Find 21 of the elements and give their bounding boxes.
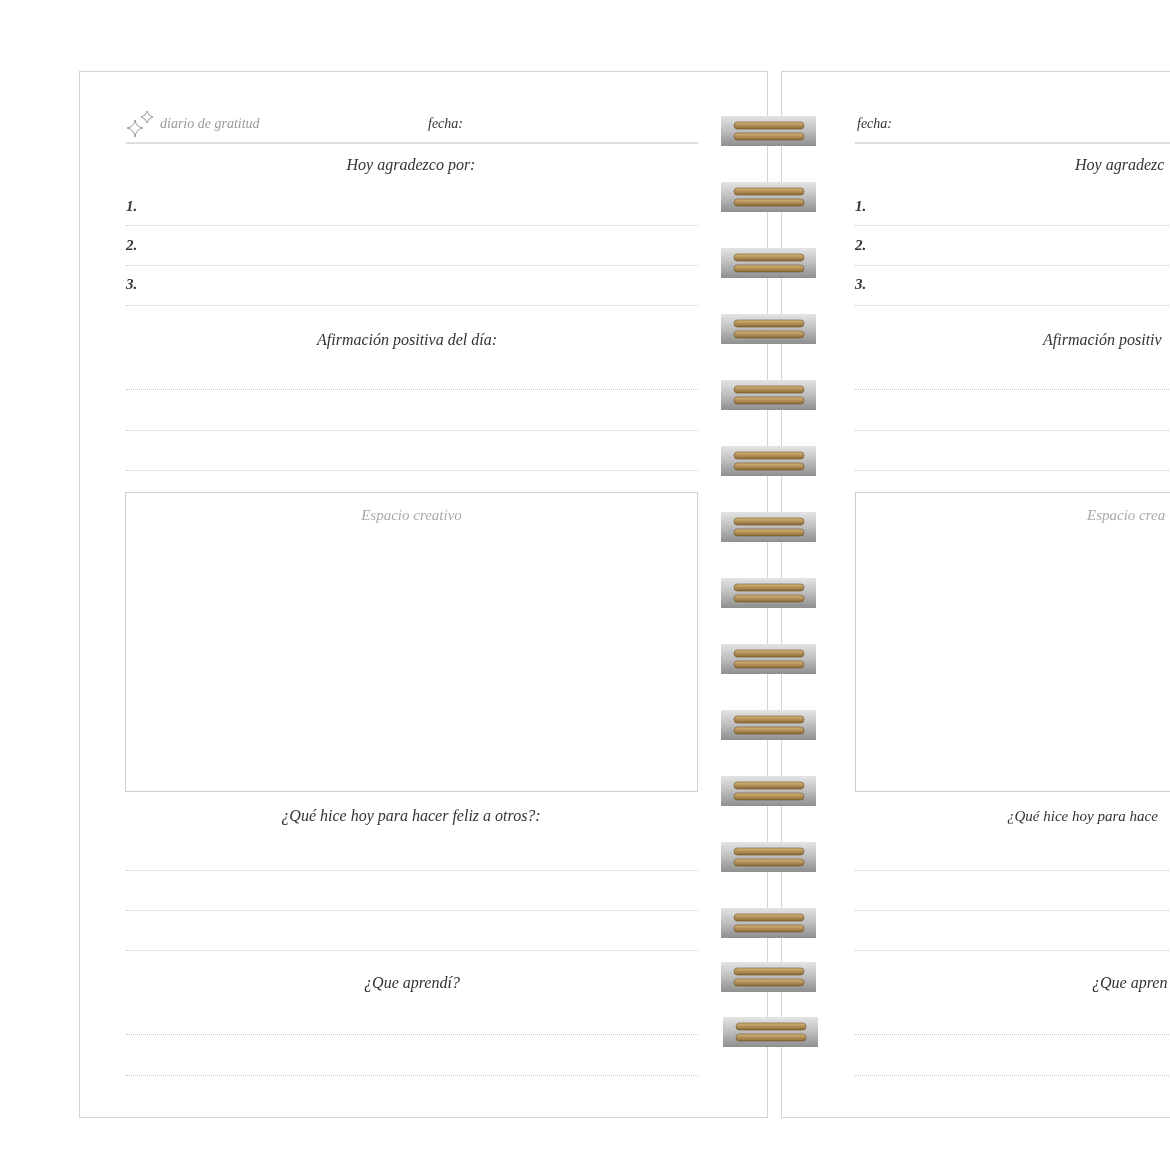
date-label: fecha: [857, 115, 892, 133]
section-heading: Afirmación positiv [1043, 331, 1162, 349]
item-number: 3. [126, 275, 138, 293]
drawing-area [855, 492, 1170, 792]
item-number: 1. [855, 197, 867, 215]
item-number: 2. [126, 236, 138, 254]
section-heading: ¿Qué hice hoy para hacer feliz a otros?: [281, 807, 541, 825]
section-heading: Afirmación positiva del día: [317, 331, 497, 349]
item-number: 2. [855, 236, 867, 254]
section-heading: Hoy agradezc [1075, 156, 1165, 174]
section-heading: ¿Que apren [1092, 974, 1168, 992]
section-heading: ¿Qué hice hoy para hace [1007, 807, 1158, 825]
drawing-area [125, 492, 698, 792]
date-label: fecha: [428, 115, 463, 133]
page-title: diario de gratitud [160, 115, 260, 133]
section-heading: ¿Que aprendí? [364, 974, 460, 992]
placeholder-text: Espacio crea [1087, 506, 1166, 524]
item-number: 3. [855, 275, 867, 293]
placeholder-text: Espacio creativo [361, 506, 462, 524]
section-heading: Hoy agradezco por: [346, 156, 476, 174]
item-number: 1. [126, 197, 138, 215]
